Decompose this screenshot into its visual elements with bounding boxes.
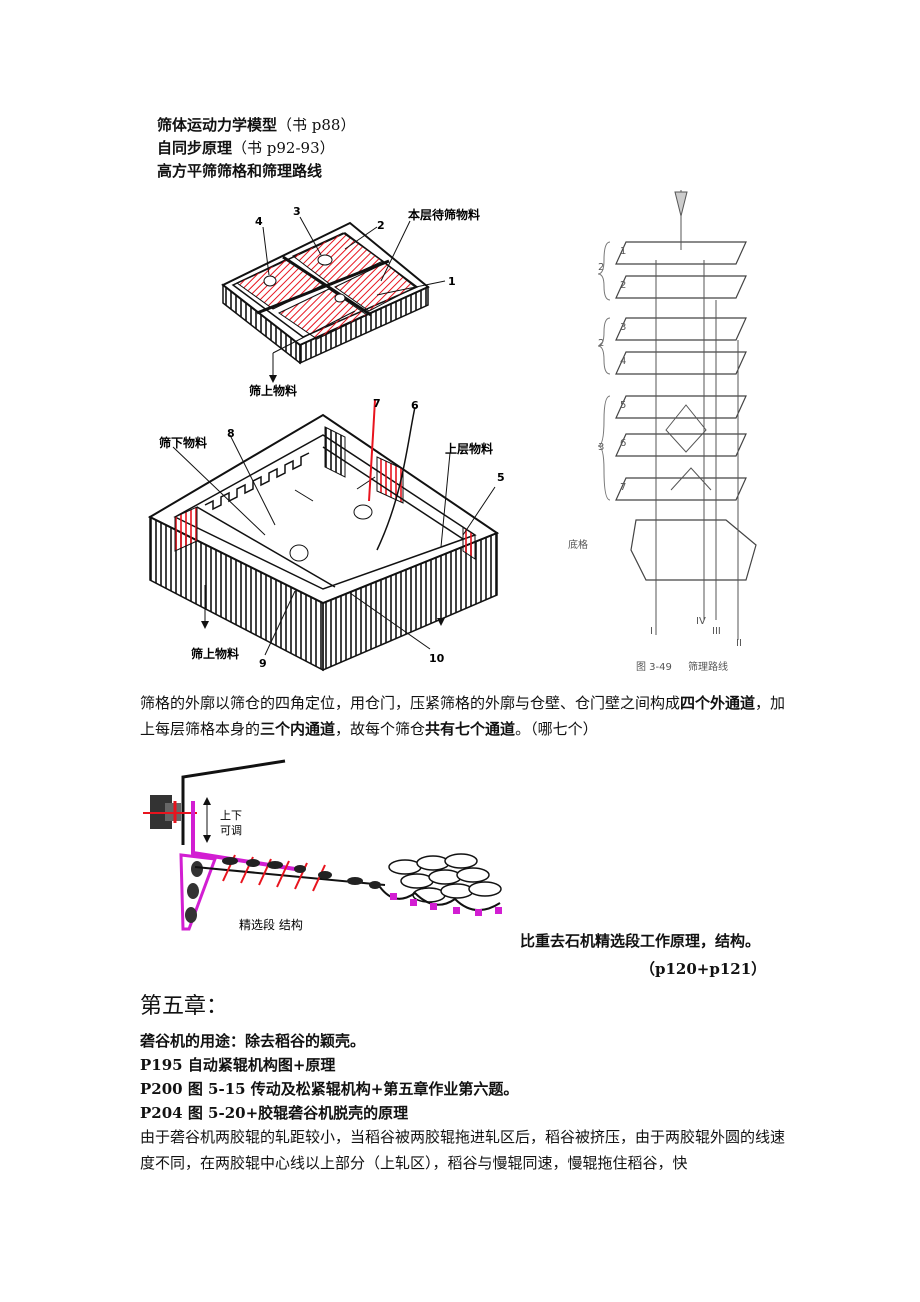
sieving-route-diagram: 1 2 3 4 5 6 7 2 2 3 底格 I IV III II 图 3-4…	[568, 190, 757, 673]
outlet-iv: IV	[696, 616, 706, 627]
layer-3: 3	[620, 322, 626, 333]
label-bottom-over: 筛上物料	[191, 646, 239, 661]
label-9: 9	[259, 657, 267, 670]
chapter-line-1: 砻谷机的用途：除去稻谷的颖壳。	[140, 1032, 366, 1050]
para1-seg-1: 四个外通道	[680, 694, 756, 712]
adjust-label-up-down: 上下	[220, 809, 242, 822]
layer-5: 5	[620, 400, 626, 411]
destoner-caption: 比重去石机精选段工作原理，结构。	[520, 932, 761, 950]
header-line-3-label: 高方平筛筛格和筛理路线	[157, 162, 323, 180]
layer-1: 1	[620, 246, 626, 257]
layer-2: 2	[620, 280, 626, 291]
label-7: 7	[373, 397, 381, 410]
section-label: 精选段 结构	[239, 917, 303, 932]
layer-6: 6	[620, 438, 626, 449]
bottom-sieve-box: 7 6 8 5 9 10 筛下物料 上层物料 筛上物料	[147, 397, 505, 672]
channel-paragraph: 筛格的外廓以筛仓的四角定位，用仓门，压紧筛格的外廓与仓壁、仓门壁之间构成四个外通…	[140, 690, 790, 742]
caption-text: 筛理路线	[688, 660, 728, 673]
outlet-iii: III	[712, 626, 721, 637]
label-4: 4	[255, 215, 263, 228]
caption-number: 图 3-49	[636, 661, 672, 673]
chapter-line-4: P204 图 5-20+胶辊砻谷机脱壳的原理	[140, 1104, 409, 1122]
header-line-1: 筛体运动力学模型（书 p88）	[157, 114, 355, 136]
label-8: 8	[227, 427, 235, 440]
base-label: 底格	[568, 538, 588, 551]
huller-paragraph: 由于砻谷机两胶辊的轧距较小，当稻谷被两胶辊拖进轧区后，稻谷被挤压，由于两胶辊外圆…	[140, 1128, 786, 1172]
header-line-2: 自同步原理（书 p92-93）	[157, 137, 335, 159]
sieve-frame-diagram: 4 3 2 1 本层待筛物料 筛上物料 7 6	[147, 205, 505, 672]
group-label-3: 3	[598, 442, 604, 453]
label-6: 6	[411, 399, 419, 412]
para1-seg-4: ，故每个筛仓	[335, 720, 426, 738]
para1-seg-6: 。（哪七个）	[515, 720, 598, 738]
header-line-1-ref: （书 p88）	[277, 116, 356, 134]
chapter-line-3: P200 图 5-15 传动及松紧辊机构+第五章作业第六题。	[140, 1080, 519, 1098]
chapter-line-2: P195 自动紧辊机构图+原理	[140, 1056, 336, 1074]
para1-seg-0: 筛格的外廓以筛仓的四角定位，用仓门，压紧筛格的外廓与仓壁、仓门壁之间构成	[140, 694, 681, 712]
adjust-label-adjustable: 可调	[220, 824, 242, 837]
outlet-i: I	[650, 626, 653, 637]
label-2: 2	[377, 219, 385, 232]
header-line-3: 高方平筛筛格和筛理路线	[157, 160, 322, 182]
para1-seg-2: ，加上每层筛格本身的	[140, 694, 786, 738]
label-3: 3	[293, 205, 301, 218]
label-top-over: 筛上物料	[249, 383, 297, 398]
label-under: 筛下物料	[159, 435, 207, 450]
label-10: 10	[429, 652, 445, 665]
label-1: 1	[448, 275, 456, 288]
outlet-ii: II	[736, 638, 742, 649]
chapter-title: 第五章：	[140, 994, 229, 1019]
layer-7: 7	[620, 482, 626, 493]
label-5: 5	[497, 471, 505, 484]
header-line-2-ref: （书 p92-93）	[232, 139, 335, 157]
top-sieve-box: 4 3 2 1 本层待筛物料 筛上物料	[221, 205, 480, 398]
destoner-section-diagram: 上下 可调 精选段 结构	[143, 759, 502, 932]
para1-seg-5: 共有七个通道	[425, 720, 516, 738]
header-line-1-label: 筛体运动力学模型	[157, 116, 278, 134]
group-label-1: 2	[598, 262, 604, 273]
destoner-pages: （p120+p121）	[640, 960, 767, 978]
label-upper: 上层物料	[445, 441, 493, 456]
para1-seg-3: 三个内通道	[260, 720, 336, 738]
group-label-2: 2	[598, 338, 604, 349]
label-material: 本层待筛物料	[408, 207, 480, 222]
layer-4: 4	[620, 356, 626, 367]
header-line-2-label: 自同步原理	[157, 139, 233, 157]
